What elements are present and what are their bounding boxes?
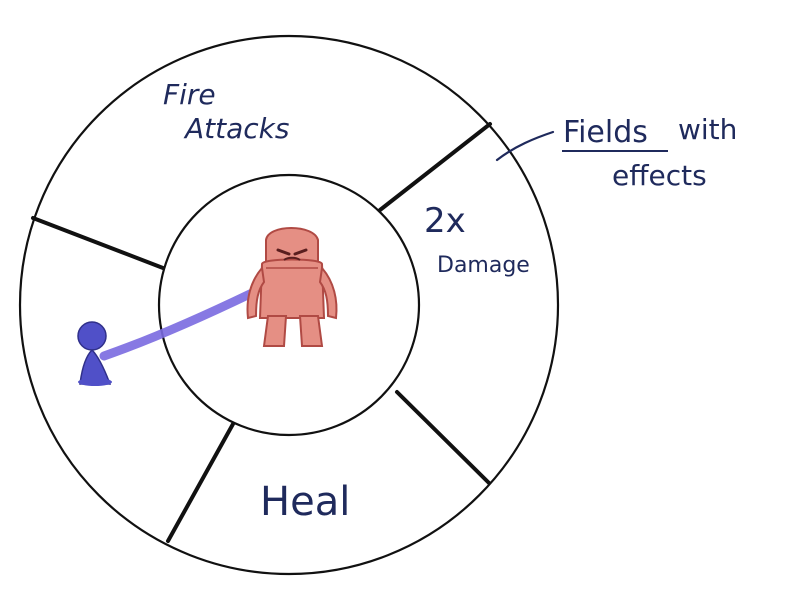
attack-tether: [99, 288, 257, 361]
player-pawn-icon[interactable]: [77, 321, 112, 386]
divider-bottom-left: [166, 422, 235, 543]
annotation-word-with: with: [678, 113, 737, 146]
annotation-word-fields: Fields: [563, 115, 648, 150]
divider-right-bottom: [395, 390, 491, 485]
annotation-word-effects: effects: [612, 159, 707, 192]
center-circle: [157, 173, 421, 437]
label-heal: Heal: [260, 479, 350, 525]
annotation-pointer: [495, 130, 555, 162]
divider-top-right: [378, 122, 492, 212]
outer-ring: [18, 34, 560, 576]
red-monster-icon[interactable]: [246, 227, 338, 347]
divider-left-top: [31, 216, 165, 270]
